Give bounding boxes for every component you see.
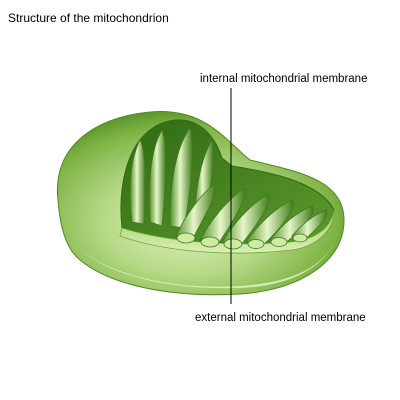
cristae-openings: [176, 232, 308, 250]
inner-membrane-edge: [119, 209, 335, 254]
cristae-angled: [175, 183, 328, 247]
diagram-title: Structure of the mitochondrion: [8, 11, 169, 25]
label-internal-membrane: internal mitochondrial membrane: [200, 73, 368, 85]
label-external-membrane: external mitochondrial membrane: [195, 312, 366, 324]
